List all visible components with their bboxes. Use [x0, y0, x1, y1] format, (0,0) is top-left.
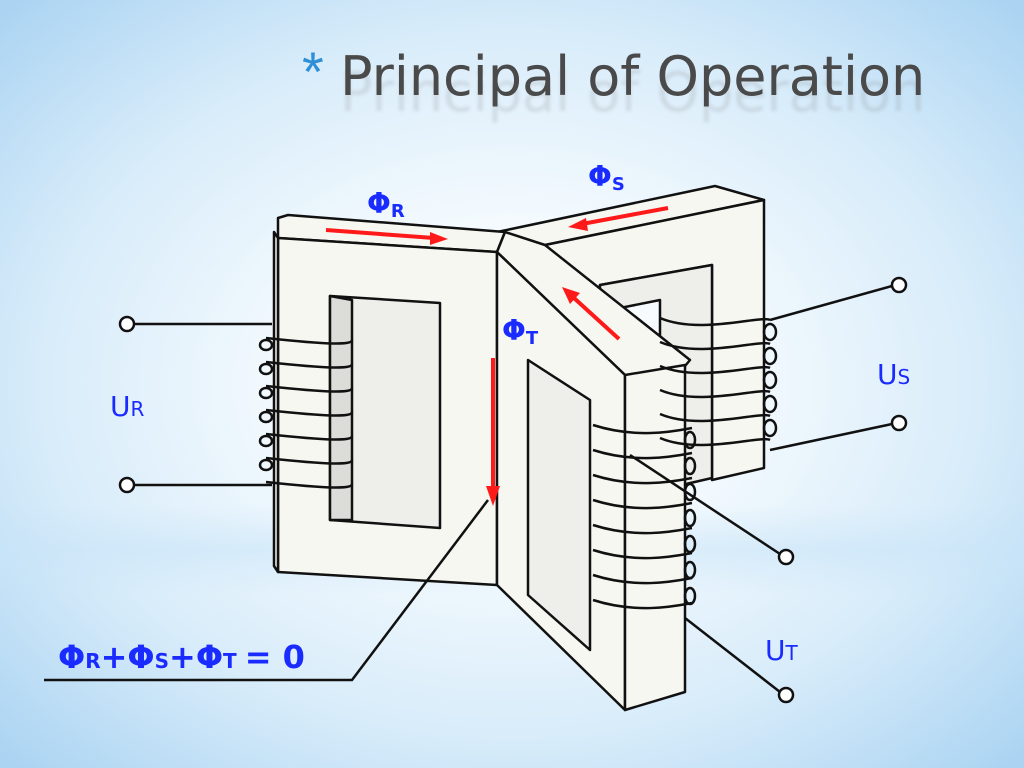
- label-u-r: UR: [110, 390, 145, 423]
- flux-equation: ΦR+ΦS+ΦT= 0: [58, 638, 305, 676]
- terminal-leads: [44, 276, 908, 704]
- asterisk-bullet-icon: *: [302, 40, 324, 103]
- winding-r: [258, 336, 354, 489]
- label-u-s: US: [877, 358, 910, 391]
- page-title: Principal of Operation: [340, 45, 926, 108]
- core-limb-t-front: [623, 363, 687, 712]
- label-phi-r: ΦR: [367, 187, 405, 222]
- winding-t: [592, 423, 697, 610]
- core-limb-t-window: [526, 358, 592, 652]
- label-phi-s: ΦS: [588, 160, 625, 195]
- slide-title: * Principal of Operation: [300, 40, 1020, 130]
- core-limb-r-side: [272, 230, 280, 574]
- flux-arrows: [325, 206, 669, 506]
- label-u-t: UT: [765, 634, 799, 667]
- winding-s: [659, 316, 778, 447]
- label-phi-t: ΦT: [502, 314, 539, 349]
